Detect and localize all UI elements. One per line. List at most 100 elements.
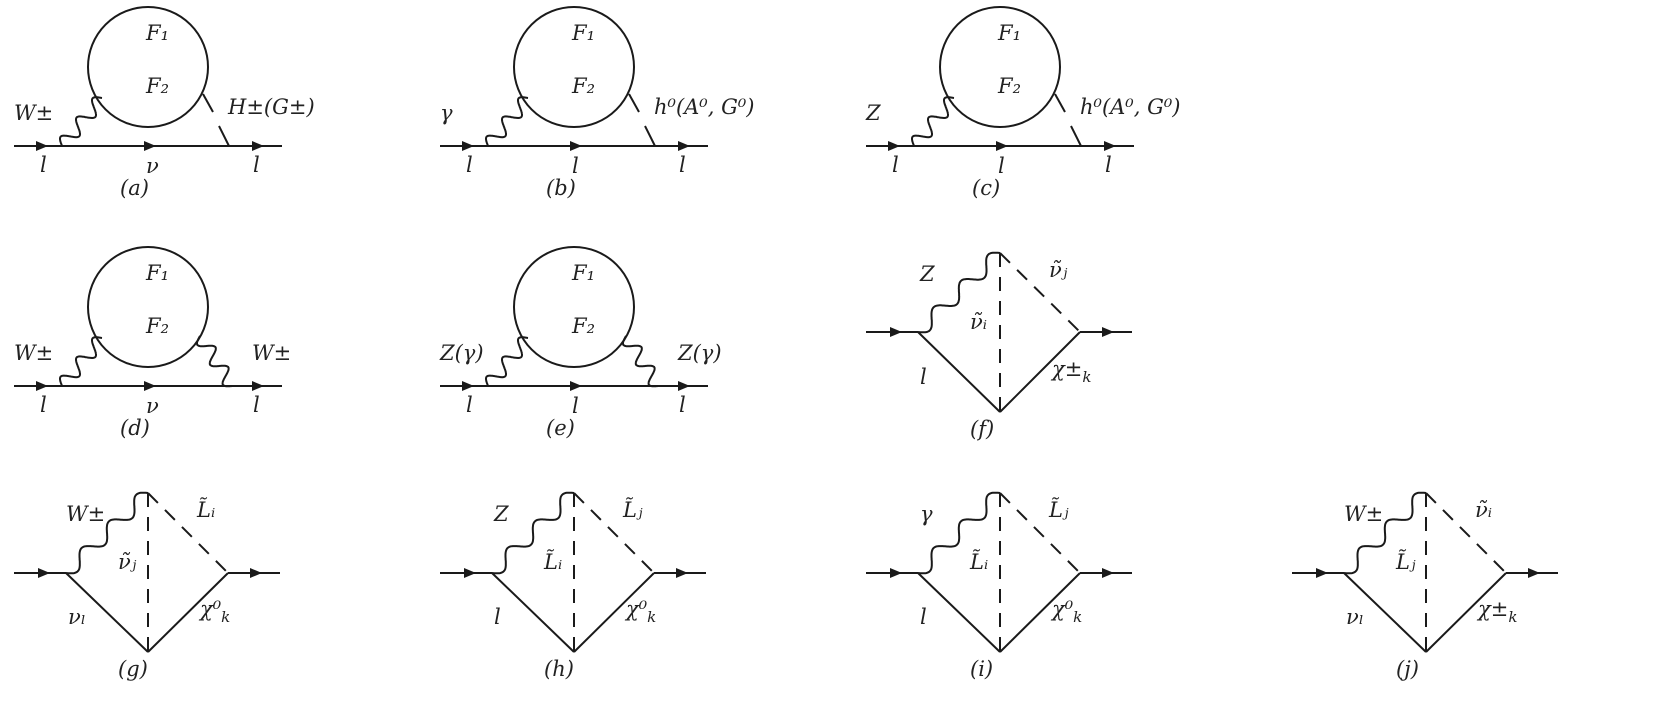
boson-propagator bbox=[917, 491, 1001, 575]
left-boson-propagator bbox=[485, 336, 529, 387]
loop-label-bottom: F₂ bbox=[145, 74, 169, 98]
left-boson-propagator bbox=[485, 96, 529, 147]
arrow-icon bbox=[996, 141, 1008, 151]
internal-fermion-right bbox=[573, 572, 655, 653]
arrow-icon bbox=[36, 141, 48, 151]
arrow-icon bbox=[1102, 327, 1114, 337]
loop-label-top: F₁ bbox=[145, 261, 169, 285]
fermion-label-right: l bbox=[253, 153, 260, 177]
arrow-icon bbox=[1316, 568, 1328, 578]
arrow-icon bbox=[462, 141, 474, 151]
arrow-icon bbox=[1104, 141, 1116, 151]
scalar-label-right: ν̃ⱼ bbox=[1049, 258, 1068, 282]
fermion-label-left: l bbox=[466, 153, 473, 177]
fermion-label-right: l bbox=[253, 393, 260, 417]
arrow-icon bbox=[678, 381, 690, 391]
diagram-caption: (b) bbox=[546, 176, 576, 200]
fermion-loop bbox=[87, 246, 209, 368]
internal-fermion-right bbox=[999, 331, 1081, 413]
scalar-dash bbox=[202, 93, 214, 113]
arrow-icon bbox=[676, 568, 688, 578]
fermion-label-right: l bbox=[1105, 153, 1112, 177]
fermion-label-right: l bbox=[679, 393, 686, 417]
internal-fermion-right bbox=[1425, 572, 1507, 653]
scalar-label-right: L̃ᵢ bbox=[196, 498, 215, 522]
scalar-label-mid: ν̃ᵢ bbox=[970, 310, 987, 334]
arrow-icon bbox=[38, 568, 50, 578]
right-boson-label: Z(γ) bbox=[677, 341, 722, 365]
scalar-dash bbox=[644, 125, 656, 147]
right-boson-label: h⁰(A⁰, G⁰) bbox=[654, 95, 754, 119]
boson-propagator bbox=[1343, 491, 1427, 575]
fermion-label-mid: l bbox=[998, 154, 1005, 178]
diagram-caption: (a) bbox=[120, 176, 149, 200]
arrow-icon bbox=[1102, 568, 1114, 578]
fermion-label-left: νₗ bbox=[68, 605, 86, 629]
diagram-caption: (e) bbox=[546, 416, 575, 440]
boson-label: γ bbox=[920, 502, 933, 526]
boson-propagator bbox=[917, 251, 1001, 334]
fermion-label-mid: ν bbox=[146, 394, 159, 418]
arrow-icon bbox=[36, 381, 48, 391]
arrow-icon bbox=[252, 381, 264, 391]
fermion-label-left: νₗ bbox=[1346, 605, 1364, 629]
right-boson-propagator bbox=[622, 335, 659, 388]
diagram-caption: (f) bbox=[970, 417, 994, 441]
fermion-loop bbox=[513, 246, 635, 368]
fermion-label-left: l bbox=[40, 393, 47, 417]
left-boson-label: γ bbox=[440, 101, 453, 125]
fermion-label-left: l bbox=[920, 605, 927, 629]
scalar-label-mid: L̃ᵢ bbox=[543, 550, 562, 574]
arrow-icon bbox=[1528, 568, 1540, 578]
arrow-icon bbox=[888, 141, 900, 151]
internal-fermion-right bbox=[999, 572, 1081, 653]
left-boson-label: W± bbox=[14, 341, 53, 365]
boson-propagator bbox=[491, 491, 575, 575]
arrow-icon bbox=[890, 568, 902, 578]
arrow-icon bbox=[570, 141, 582, 151]
fermion-label-left: l bbox=[920, 365, 927, 389]
loop-label-top: F₁ bbox=[571, 21, 595, 45]
internal-fermion-left bbox=[917, 331, 1001, 413]
fermion-label-mid: l bbox=[572, 394, 579, 418]
loop-label-bottom: F₂ bbox=[145, 314, 169, 338]
scalar-label-mid: ν̃ⱼ bbox=[118, 550, 137, 574]
scalar-label-right: L̃ⱼ bbox=[622, 498, 643, 522]
fermion-label-right: χ⁰k bbox=[198, 597, 230, 626]
loop-label-top: F₁ bbox=[997, 21, 1021, 45]
left-boson-label: Z(γ) bbox=[439, 341, 484, 365]
boson-label: W± bbox=[66, 502, 105, 526]
loop-label-bottom: F₂ bbox=[571, 314, 595, 338]
arrow-icon bbox=[570, 381, 582, 391]
fermion-label-left: l bbox=[40, 153, 47, 177]
diagram-caption: (j) bbox=[1396, 657, 1419, 681]
boson-label: W± bbox=[1344, 502, 1383, 526]
boson-propagator bbox=[65, 491, 149, 575]
fermion-label-right: χ⁰k bbox=[624, 597, 656, 626]
arrow-icon bbox=[252, 141, 264, 151]
internal-fermion-left bbox=[65, 572, 149, 653]
diagram-caption: (i) bbox=[970, 657, 993, 681]
left-boson-label: W± bbox=[14, 101, 53, 125]
fermion-label-left: l bbox=[892, 153, 899, 177]
scalar-propagator-diagonal bbox=[999, 252, 1081, 333]
scalar-label-mid: L̃ⱼ bbox=[1395, 550, 1416, 574]
fermion-label-left: l bbox=[494, 605, 501, 629]
scalar-dash bbox=[1054, 93, 1066, 113]
internal-fermion-left bbox=[1343, 572, 1427, 653]
fermion-label-left: l bbox=[466, 393, 473, 417]
internal-fermion-right bbox=[147, 572, 229, 653]
scalar-dash bbox=[218, 125, 230, 147]
scalar-label-mid: L̃ᵢ bbox=[969, 550, 988, 574]
